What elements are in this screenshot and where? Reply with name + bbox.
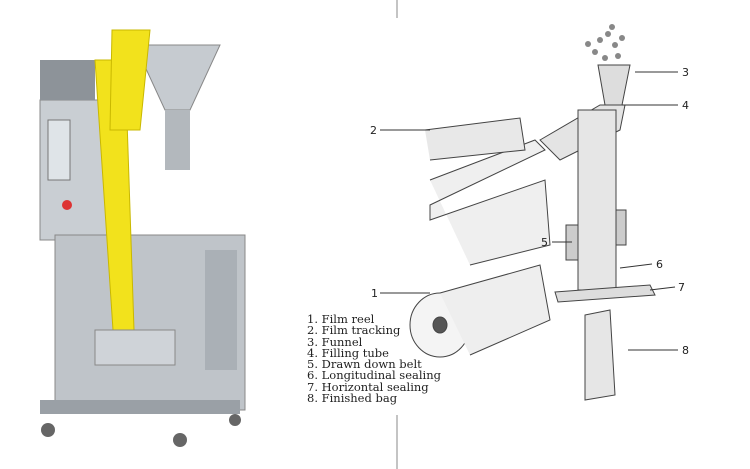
callout-5: 5 [541,236,548,249]
legend-item: 1. Film reel [307,312,375,326]
callout-2: 2 [370,124,377,137]
callout-7: 7 [678,281,685,294]
legend-item: 7. Horizontal sealing [307,379,429,394]
callout-6: 6 [656,258,663,271]
granules [585,24,625,61]
legend-item: 8. Finished bag [307,391,398,406]
machine-photo [39,29,246,447]
callout-1: 1 [371,287,378,300]
callout-4: 4 [682,99,689,112]
process-diagram [409,64,656,401]
legend-item: 6. Longitudinal sealing [307,368,441,383]
callout-3: 3 [682,66,689,79]
legend-item: 4. Filling tube [307,345,389,360]
legend-item: 2. Film tracking [307,323,401,338]
callout-8: 8 [682,344,689,357]
callout-arrows [380,71,678,351]
legend: 1. Film reel 2. Film tracking 3. Funnel … [307,312,441,406]
legend-item: 5. Drawn down belt [307,357,422,372]
legend-item: 3. Funnel [307,334,363,349]
